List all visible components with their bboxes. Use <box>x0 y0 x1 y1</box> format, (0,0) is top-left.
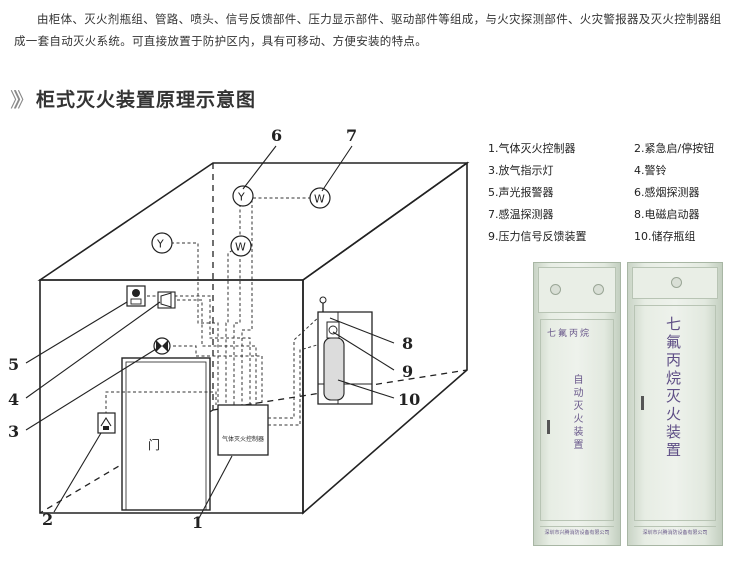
callout-1: 1 <box>192 513 203 532</box>
legend-row: 3.放气指示灯 4.警铃 <box>488 159 728 181</box>
cabinet-photo-left: 七氟丙烷 自动灭火装置 深圳市兴腾消防设备有限公司 <box>533 262 621 546</box>
cabinet-with-cylinder <box>317 296 373 405</box>
smoke-detector-upper: Y <box>232 185 254 207</box>
cabinet-door: 七氟丙烷 自动灭火装置 <box>540 319 614 521</box>
alarm-bell-icon <box>157 291 176 309</box>
callout-5: 5 <box>8 355 19 374</box>
callout-8: 8 <box>402 334 413 353</box>
indicator-knob-icon <box>550 284 561 295</box>
discharge-indicator-lamp-icon <box>153 337 171 355</box>
legend-item: 8.电磁启动器 <box>634 208 700 221</box>
gas-extinguishing-controller: 气体灭火控制器 <box>217 404 269 456</box>
cabinet-top-label: 七氟丙烷 <box>547 329 592 339</box>
legend-row: 9.压力信号反馈装置 10.储存瓶组 <box>488 225 728 247</box>
indicator-knob-icon <box>671 277 682 288</box>
legend-row: 5.声光报警器 6.感烟探测器 <box>488 181 728 203</box>
cabinet-maker-label: 深圳市兴腾消防设备有限公司 <box>540 526 614 539</box>
heat-detector-lower: W <box>230 235 252 257</box>
legend-item: 2.紧急启/停按钮 <box>634 142 715 155</box>
legend-item: 7.感温探测器 <box>488 208 554 221</box>
smoke-detector-lower: Y <box>151 232 173 254</box>
legend-item: 6.感烟探测器 <box>634 186 700 199</box>
callout-2: 2 <box>42 510 53 529</box>
cabinet-photo-right: 七氟丙烷灭火装置 深圳市兴腾消防设备有限公司 <box>627 262 723 546</box>
legend-item: 5.声光报警器 <box>488 186 554 199</box>
door-label: 门 <box>148 437 160 452</box>
callout-3: 3 <box>8 422 19 441</box>
cabinet-door: 七氟丙烷灭火装置 <box>634 305 716 521</box>
section-title: 柜式灭火装置原理示意图 <box>36 88 257 111</box>
callout-4: 4 <box>8 390 19 409</box>
door-handle-icon <box>641 396 644 410</box>
legend-item: 3.放气指示灯 <box>488 164 554 177</box>
svg-text:W: W <box>235 241 246 254</box>
legend-item: 9.压力信号反馈装置 <box>488 230 587 243</box>
callout-10: 10 <box>398 390 420 409</box>
svg-text:W: W <box>314 193 325 206</box>
cabinet-side-label: 自动灭火装置 <box>571 374 582 452</box>
cabinet-main-label: 七氟丙烷灭火装置 <box>664 316 682 460</box>
cabinet-top-panel <box>632 267 718 299</box>
audible-visual-alarm-icon <box>126 285 146 307</box>
cabinet-top-panel <box>538 267 616 313</box>
legend-item: 4.警铃 <box>634 164 667 177</box>
intro-paragraph: 由柜体、灭火剂瓶组、管路、喷头、信号反馈部件、压力显示部件、驱动部件等组成，与火… <box>14 12 722 48</box>
section-heading: 》》 柜式灭火装置原理示意图 <box>10 84 256 112</box>
callout-6: 6 <box>271 126 282 145</box>
emergency-start-stop-button-icon <box>97 412 116 434</box>
wiring <box>105 197 335 426</box>
controller-label: 气体灭火控制器 <box>222 435 264 443</box>
legend-row: 7.感温探测器 8.电磁启动器 <box>488 203 728 225</box>
callout-7: 7 <box>346 126 357 145</box>
legend-row: 1.气体灭火控制器 2.紧急启/停按钮 <box>488 137 728 159</box>
callout-9: 9 <box>402 362 413 381</box>
svg-text:Y: Y <box>237 191 245 204</box>
door-handle-icon <box>547 420 550 434</box>
door: 门 <box>121 357 211 511</box>
cabinet-maker-label: 深圳市兴腾消防设备有限公司 <box>634 526 716 539</box>
leader-lines <box>25 145 395 521</box>
heat-detector-upper: W <box>309 187 331 209</box>
indicator-knob-icon <box>593 284 604 295</box>
component-legend: 1.气体灭火控制器 2.紧急启/停按钮 3.放气指示灯 4.警铃 5.声光报警器… <box>488 137 728 247</box>
callout-numbers: 6 7 8 9 10 5 4 3 2 1 <box>8 126 420 532</box>
legend-item: 1.气体灭火控制器 <box>488 142 576 155</box>
legend-item: 10.储存瓶组 <box>634 230 696 243</box>
svg-text:Y: Y <box>156 238 164 251</box>
